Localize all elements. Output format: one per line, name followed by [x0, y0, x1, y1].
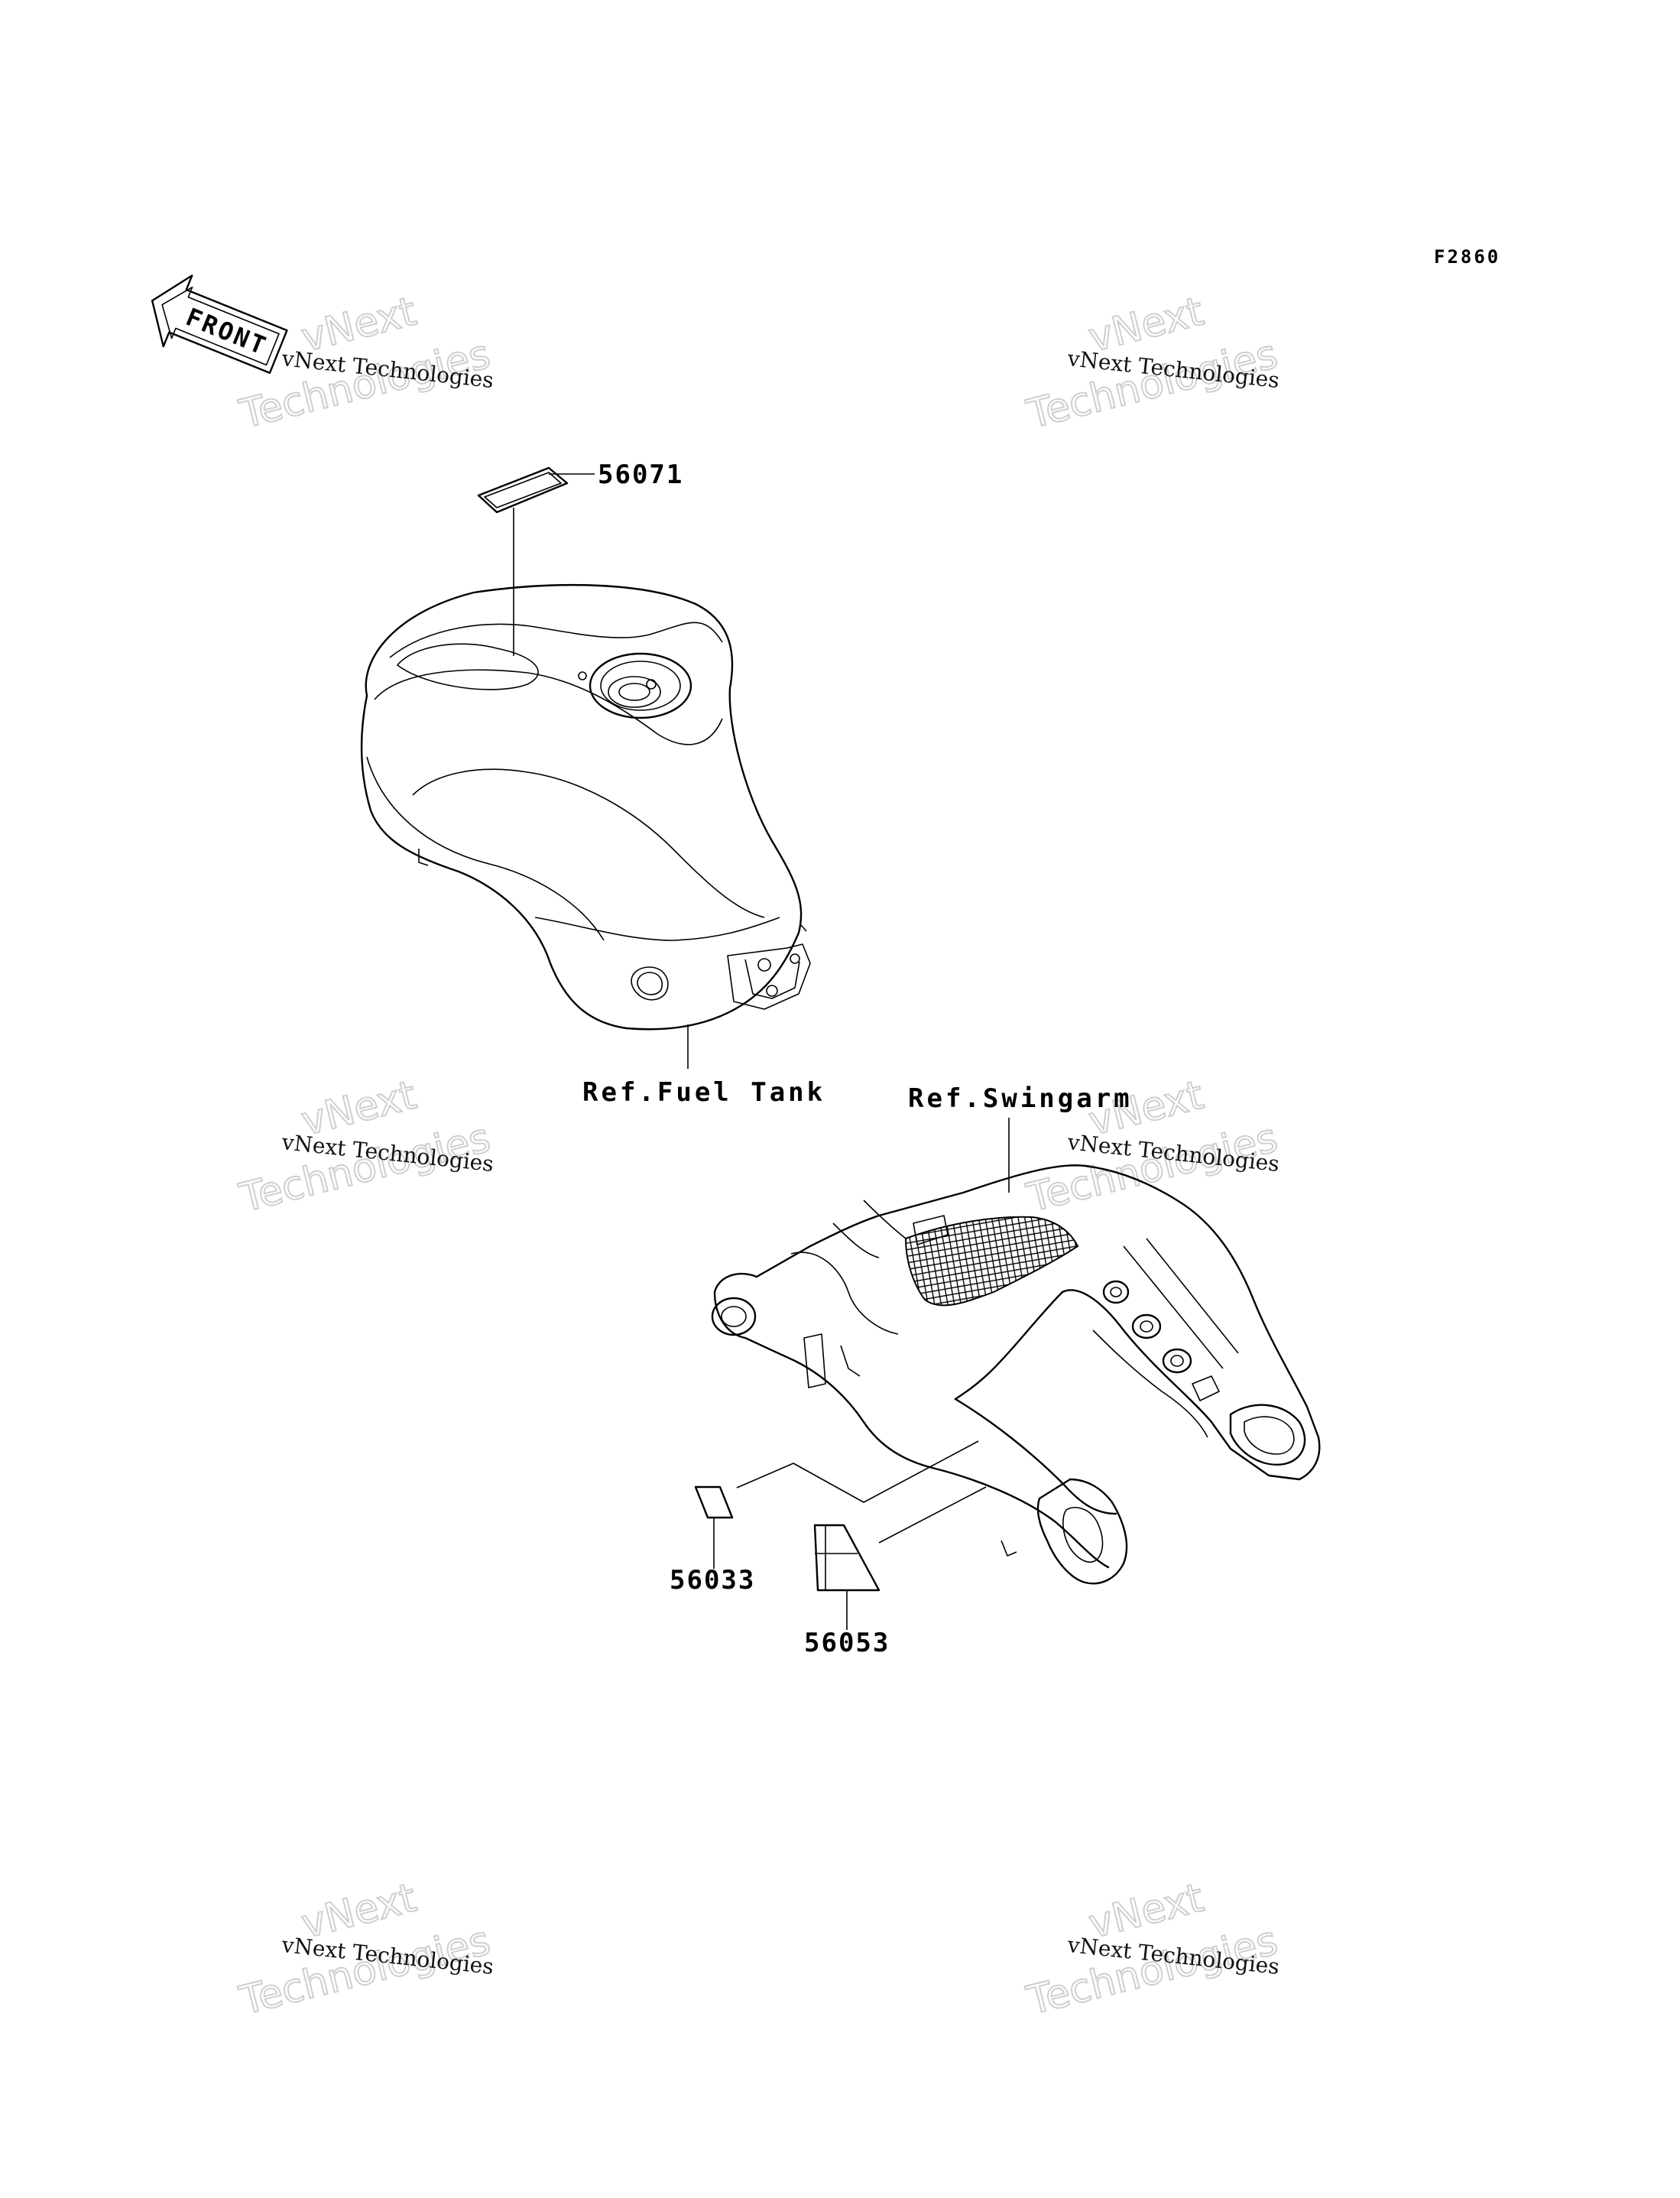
diagram-code: F2860: [1434, 246, 1500, 268]
decal-56053[interactable]: [813, 1524, 881, 1592]
leader-line-56053: [878, 1486, 987, 1544]
fuel-tank-illustration: [360, 583, 811, 1031]
ref-fuel-tank[interactable]: Ref.Fuel Tank: [582, 1077, 825, 1108]
front-direction-arrow-icon: FRONT: [151, 274, 288, 374]
decal-56071[interactable]: [477, 466, 569, 514]
watermark-top-right: vNext Technologies vNext Technologies: [1022, 288, 1283, 439]
decal-56033[interactable]: [694, 1485, 734, 1519]
part-number-56053[interactable]: 56053: [804, 1628, 890, 1658]
part-number-56033[interactable]: 56033: [670, 1565, 755, 1596]
ref-swingarm[interactable]: Ref.Swingarm: [908, 1083, 1133, 1114]
watermark-bottom-left: vNext Technologies vNext Technologies: [235, 1875, 496, 2025]
swingarm-illustration: [711, 1164, 1321, 1585]
watermark-bottom-right: vNext Technologies vNext Technologies: [1022, 1875, 1283, 2025]
watermark-mid-left: vNext Technologies vNext Technologies: [235, 1072, 496, 1222]
leader-line-56033: [736, 1440, 979, 1503]
part-number-56071[interactable]: 56071: [598, 459, 683, 490]
